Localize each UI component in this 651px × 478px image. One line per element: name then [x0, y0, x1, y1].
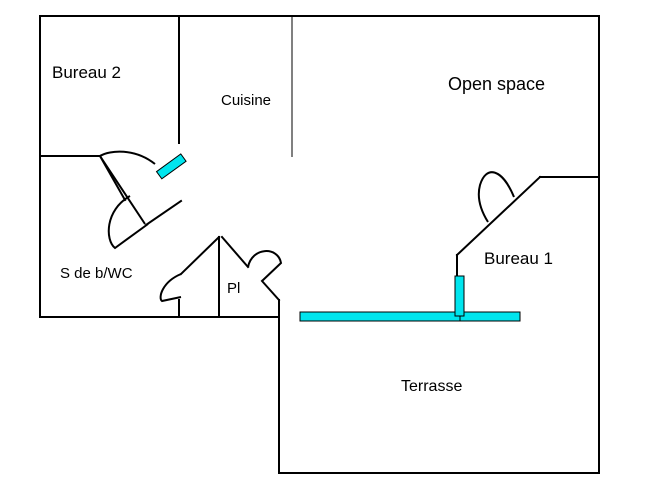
door-bureau1: [477, 171, 515, 223]
room-label-pl: Pl: [227, 280, 240, 297]
room-label-bureau2: Bureau 2: [52, 63, 121, 82]
exterior-walls: [39, 15, 600, 474]
room-label-bureau1: Bureau 1: [484, 249, 553, 268]
door-pl-right: [247, 250, 283, 282]
door-sdb: [107, 195, 149, 250]
door-bureau2: [99, 150, 156, 225]
doors: [99, 150, 515, 303]
window-terrasse-left: [299, 311, 461, 322]
room-label-terrasse: Terrasse: [401, 378, 462, 395]
room-label-sdb-wc: S de b/WC: [60, 265, 133, 282]
door-pl-left: [159, 273, 182, 303]
room-label-open-space: Open space: [448, 74, 545, 94]
room-labels: Bureau 2 Cuisine Open space Bureau 1 S d…: [52, 63, 553, 395]
window-bureau2: [155, 153, 187, 180]
window-bureau1-wall: [454, 275, 465, 317]
windows: [155, 153, 521, 322]
room-label-cuisine: Cuisine: [221, 92, 271, 109]
window-terrasse-right: [459, 311, 521, 322]
interior-walls: [39, 15, 600, 318]
